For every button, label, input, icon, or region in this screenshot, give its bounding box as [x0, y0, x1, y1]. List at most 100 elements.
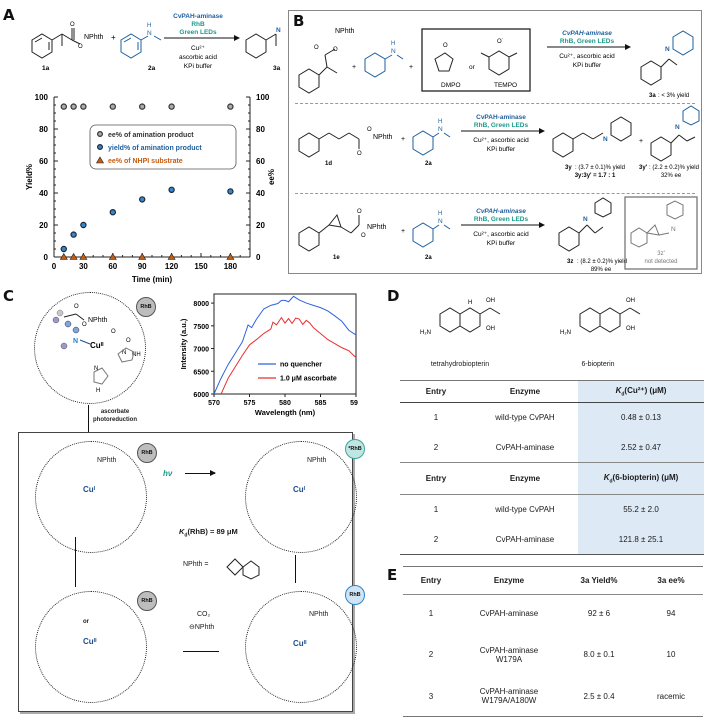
- panel-d-letter: D: [387, 287, 400, 305]
- svg-text:OH: OH: [486, 298, 495, 304]
- buffer: KPi buffer: [487, 240, 516, 247]
- svg-text:O: O: [74, 304, 79, 310]
- data-point-product-ee: [70, 103, 77, 110]
- svg-text:N: N: [583, 216, 588, 223]
- header-kd-biopterin-text: (6-biopterin) (μM): [612, 472, 679, 482]
- data-point-yield: [70, 231, 77, 238]
- substrate-label: 1e: [333, 255, 340, 261]
- data-point-product-ee: [80, 103, 87, 110]
- photocatalyst-light: RhB, Green LEDs: [474, 122, 529, 129]
- plus-sign: +: [111, 33, 116, 42]
- photocatalyst: RhB: [191, 21, 205, 28]
- nphth-label: NPhth: [309, 611, 329, 618]
- result-label: 3a: [649, 93, 656, 99]
- y-tick-label-right: 40: [256, 189, 265, 198]
- trap-dmpo: DMPO: [441, 82, 461, 89]
- rhb-ground-state: RhB: [136, 297, 156, 317]
- y-tick-label: 60: [39, 157, 48, 166]
- svg-text:N: N: [391, 48, 396, 55]
- svg-text:OH: OH: [626, 298, 635, 304]
- table-row: 2 CvPAH-aminase 2.52 ± 0.47: [400, 432, 704, 463]
- svg-text:+: +: [409, 64, 413, 71]
- cell-ee: 10: [666, 650, 676, 659]
- x-tick-label: 585: [315, 400, 327, 407]
- substrate-1a-structure: [31, 28, 81, 59]
- legend-label: yield% of amination product: [108, 145, 202, 152]
- data-point-yield: [60, 245, 68, 253]
- y-axis-label: Intensity (a.u.): [179, 318, 188, 369]
- x-tick-label: 60: [108, 262, 117, 271]
- biopterin-structure: [579, 307, 641, 333]
- header-kd-cu: Kd(Cu²⁺) (μM): [578, 380, 704, 403]
- active-site-reduced: [245, 591, 357, 703]
- result-yield: : < 3% yield: [658, 93, 689, 99]
- panel-a-letter: A: [3, 6, 15, 24]
- substrate-label: 1a: [42, 65, 50, 72]
- dmpo-structure: [434, 52, 454, 72]
- copper-i-label: Cuᴵ: [293, 485, 306, 494]
- buffer: KPi buffer: [573, 62, 602, 69]
- product-3a-structure: [640, 58, 678, 86]
- product-3y-structure: [552, 132, 604, 158]
- data-point-nhpi-ee: [138, 252, 147, 260]
- panel-e-letter: E: [387, 566, 398, 584]
- y-tick-label-right: 100: [256, 93, 270, 102]
- svg-text:O: O: [314, 45, 319, 51]
- substrate-1d-structure: [298, 132, 360, 158]
- kd-table-grid: Entry Enzyme Kd(Cu²⁺) (μM) 1 wild-type C…: [400, 380, 704, 555]
- legend-label: no quencher: [280, 362, 322, 369]
- substrate-label: 1d: [325, 161, 332, 167]
- panel-b-letter: B: [293, 12, 305, 30]
- svg-text:H: H: [147, 23, 151, 29]
- y-tick-label: 7000: [193, 347, 209, 354]
- copper-ii-label: Cuᴵᴵ: [293, 639, 307, 648]
- co2-release: CO₂: [197, 611, 211, 618]
- x-tick-label: 570: [208, 400, 220, 407]
- table-header-row: Entry Enzyme Kd(Cu²⁺) (μM): [400, 380, 704, 403]
- compound1-name: tetrahydrobiopterin: [430, 361, 490, 368]
- header-kd-biopterin: Kd(6-biopterin) (μM): [578, 462, 704, 495]
- y-axis-label: Yield%: [25, 164, 34, 190]
- svg-text:O: O: [70, 22, 75, 28]
- rhb-excited: *RhB: [345, 439, 365, 459]
- svg-text:O: O: [367, 127, 372, 133]
- product2-yield: : (2.2 ± 0.2)% yield: [649, 165, 699, 171]
- catalyst-name: CvPAH-aminase: [476, 114, 526, 121]
- svg-text:OH: OH: [486, 326, 495, 332]
- amine-label: 2a: [425, 161, 432, 167]
- data-point-nhpi-ee: [69, 252, 78, 260]
- data-point-nhpi-ee: [59, 252, 68, 260]
- condition-buffer: KPi buffer: [184, 63, 213, 70]
- product-3z-prime-structure: [630, 200, 684, 248]
- catalyst-name: CvPAH-aminase: [562, 30, 612, 37]
- down-arrow-2: [295, 555, 296, 583]
- cell-enzyme: wild-type CvPAH: [495, 413, 555, 423]
- cell-enzyme: wild-type CvPAH: [495, 505, 555, 515]
- legend-box: [89, 124, 237, 170]
- y-tick-label-right: 0: [256, 253, 261, 262]
- x-tick-label: 0: [52, 262, 57, 271]
- substrate-group: NPhth: [367, 224, 387, 231]
- data-point-product-ee: [138, 103, 146, 110]
- product-3a-structure: [245, 33, 277, 59]
- svg-text:O: O: [357, 151, 362, 157]
- svg-text:+: +: [401, 136, 405, 143]
- table-row: 1 wild-type CvPAH 0.48 ± 0.13: [400, 402, 704, 433]
- svg-text:O: O: [361, 233, 366, 239]
- y-tick-label: 20: [39, 221, 48, 230]
- data-point-yield: [227, 188, 234, 195]
- condition-ascorbic: ascorbic acid: [179, 54, 217, 61]
- data-point-product-ee: [109, 103, 117, 110]
- table-row: 2 CvPAH-aminase 121.8 ± 25.1: [400, 524, 704, 555]
- up-arrow: [75, 537, 76, 587]
- table-header-row: Entry Enzyme Kd(6-biopterin) (μM): [400, 462, 704, 495]
- substrate-group: NPhth: [373, 134, 393, 141]
- svg-text:N: N: [603, 136, 608, 143]
- svg-text:O: O: [357, 209, 362, 215]
- light-source: Green LEDs: [179, 29, 217, 36]
- svg-text:N: N: [94, 366, 98, 372]
- x-tick-label: 580: [279, 400, 291, 407]
